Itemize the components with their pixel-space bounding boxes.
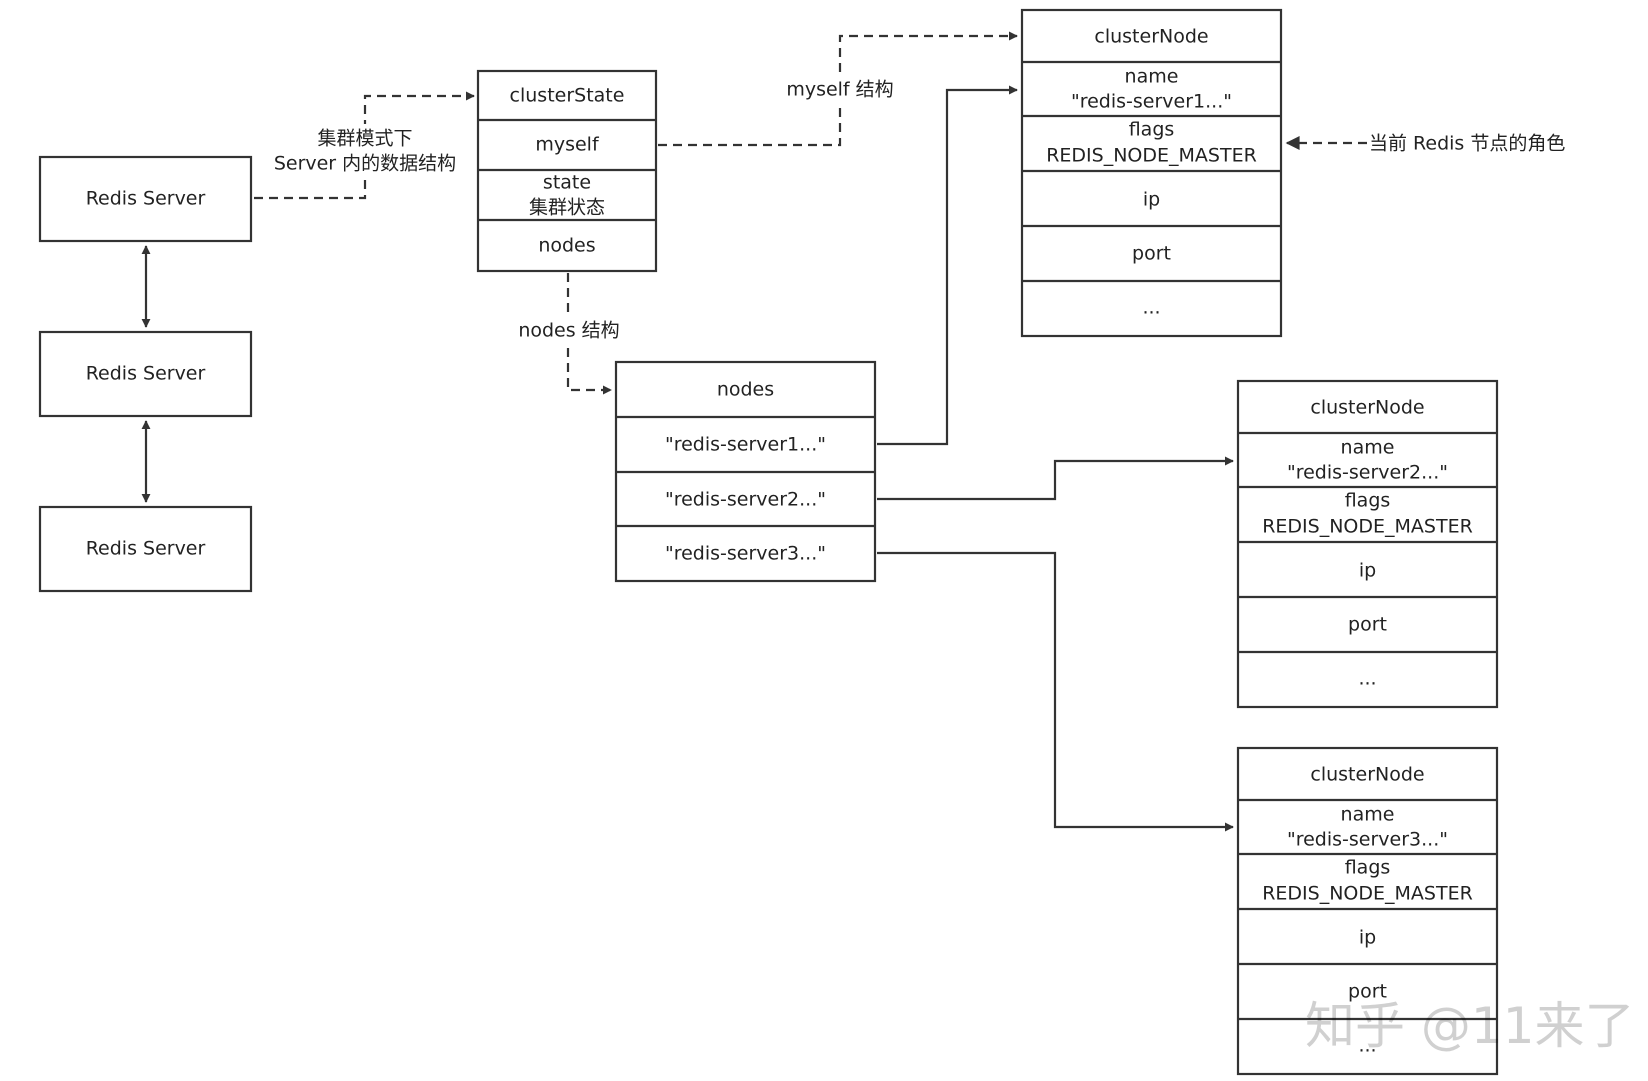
cluster-node-3-title: clusterNode — [1310, 764, 1424, 786]
role-annotation-label: 当前 Redis 节点的角色 — [1369, 133, 1565, 155]
cluster-node-2-flags-key: flags — [1345, 490, 1391, 512]
nodes-field-link — [566, 273, 612, 395]
zhihu-watermark: 知乎 @11来了 — [1305, 997, 1635, 1055]
cluster-node-1-more: ... — [1142, 297, 1160, 319]
cluster-node-3-flags-key: flags — [1345, 857, 1391, 879]
redis-server-2-label: Redis Server — [86, 363, 206, 385]
cluster-node-1: clusterNode name "redis-server1..." flag… — [1020, 8, 1283, 338]
cluster-node-3-name-value: "redis-server3..." — [1287, 829, 1448, 851]
cluster-node-3-port-field: port — [1348, 981, 1387, 1003]
cluster-state-myself-field: myself — [535, 134, 600, 156]
cluster-node-2-name-key: name — [1341, 437, 1395, 459]
nodes-link-label: nodes 结构 — [518, 320, 619, 342]
cluster-node-1-name-value: "redis-server1..." — [1071, 91, 1232, 113]
cluster-node-3-flags-value: REDIS_NODE_MASTER — [1262, 883, 1473, 905]
redis-server-2: Redis Server — [38, 330, 253, 418]
redis-server-3-label: Redis Server — [86, 538, 206, 560]
myself-field-link — [658, 31, 1018, 147]
cluster-node-2: clusterNode name "redis-server2..." flag… — [1236, 379, 1499, 709]
cluster-state-state-desc: 集群状态 — [529, 197, 605, 219]
cluster-state-title: clusterState — [510, 85, 625, 107]
myself-link-label: myself 结构 — [786, 79, 893, 101]
redis-server-1: Redis Server — [38, 155, 253, 243]
cluster-node-1-port-field: port — [1132, 243, 1171, 265]
cluster-state-state-field: state — [543, 172, 591, 194]
cluster-node-2-ip-field: ip — [1359, 560, 1376, 582]
nodes-dict-struct: nodes "redis-server1..." "redis-server2.… — [614, 360, 877, 583]
cluster-node-3-name-key: name — [1341, 804, 1395, 826]
cluster-node-1-flags-key: flags — [1129, 119, 1175, 141]
nodes-dict-entry-2: "redis-server2..." — [665, 489, 826, 511]
redis-server-1-label: Redis Server — [86, 188, 206, 210]
cluster-state-nodes-field: nodes — [538, 235, 595, 257]
cluster-node-1-name-key: name — [1125, 66, 1179, 88]
entry-2-to-cluster-node-2 — [877, 456, 1234, 501]
redis-server-3: Redis Server — [38, 505, 253, 593]
nodes-dict-entry-1: "redis-server1..." — [665, 434, 826, 456]
cluster-node-1-title: clusterNode — [1094, 26, 1208, 48]
cluster-node-2-name-value: "redis-server2..." — [1287, 462, 1448, 484]
cluster-node-3-ip-field: ip — [1359, 927, 1376, 949]
entry-1-to-cluster-node-1 — [877, 85, 1018, 446]
cluster-node-1-ip-field: ip — [1143, 189, 1160, 211]
cluster-node-3: clusterNode name "redis-server3..." flag… — [1236, 746, 1499, 1076]
cluster-node-2-port-field: port — [1348, 614, 1387, 636]
nodes-dict-entry-3: "redis-server3..." — [665, 543, 826, 565]
cluster-node-2-more: ... — [1358, 668, 1376, 690]
cluster-node-1-flags-value: REDIS_NODE_MASTER — [1046, 145, 1257, 167]
cluster-node-2-flags-value: REDIS_NODE_MASTER — [1262, 516, 1473, 538]
entry-3-to-cluster-node-3 — [877, 551, 1234, 832]
server-link-label-line2: Server 内的数据结构 — [274, 153, 456, 175]
nodes-dict-title: nodes — [717, 379, 774, 401]
server-link-label-line1: 集群模式下 — [317, 128, 412, 150]
cluster-node-2-title: clusterNode — [1310, 397, 1424, 419]
cluster-node-3-more: ... — [1358, 1035, 1376, 1057]
cluster-state-struct: clusterState myself state 集群状态 nodes — [476, 69, 658, 273]
